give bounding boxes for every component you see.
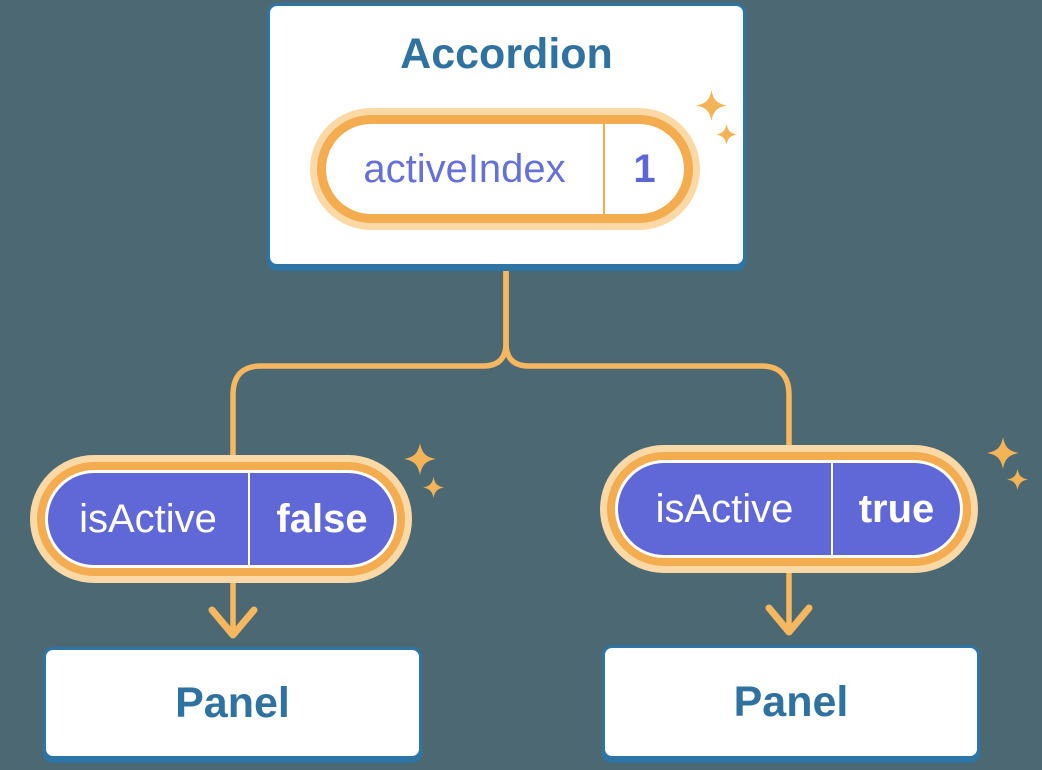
sparkle-icon (696, 90, 727, 121)
sparkle-icon (987, 437, 1019, 469)
prop-name-label: isActive (655, 486, 794, 531)
sparkle-icon (1007, 469, 1028, 490)
prop-value-label: false (276, 496, 368, 541)
panel-title: Panel (175, 678, 290, 727)
pill-core: activeIndex 1 (326, 124, 684, 214)
state-pill-activeindex: activeIndex 1 (310, 108, 700, 230)
pill-rim: isActive false (45, 470, 397, 568)
state-name-label: activeIndex (363, 146, 566, 191)
pill-body: isActive true (618, 463, 960, 555)
sparkle-icon (423, 477, 444, 498)
panel-title: Panel (733, 677, 849, 726)
prop-name-label: isActive (79, 496, 217, 541)
pill-divider (831, 463, 833, 555)
prop-pill-isactive-false: isActive false (30, 455, 412, 583)
pill-divider (248, 473, 250, 565)
state-value-label: 1 (633, 146, 656, 191)
sparkle-icon (716, 124, 737, 145)
panel-card-right: Panel (602, 645, 980, 759)
panel-card-left: Panel (43, 647, 422, 759)
pill-ring: activeIndex 1 (317, 115, 693, 223)
accordion-component-card: Accordion activeIndex 1 (267, 3, 746, 267)
component-title: Accordion (400, 30, 613, 78)
arrow-down-icon (765, 604, 813, 636)
pill-ring: isActive false (37, 462, 405, 576)
prop-pill-isactive-true: isActive true (600, 445, 978, 573)
prop-value-label: true (858, 486, 935, 531)
pill-divider (603, 124, 605, 214)
pill-rim: isActive true (615, 460, 963, 558)
sparkle-icon (404, 443, 436, 475)
pill-ring: isActive true (607, 452, 971, 566)
pill-body: isActive false (48, 473, 394, 565)
arrow-down-icon (208, 606, 258, 639)
